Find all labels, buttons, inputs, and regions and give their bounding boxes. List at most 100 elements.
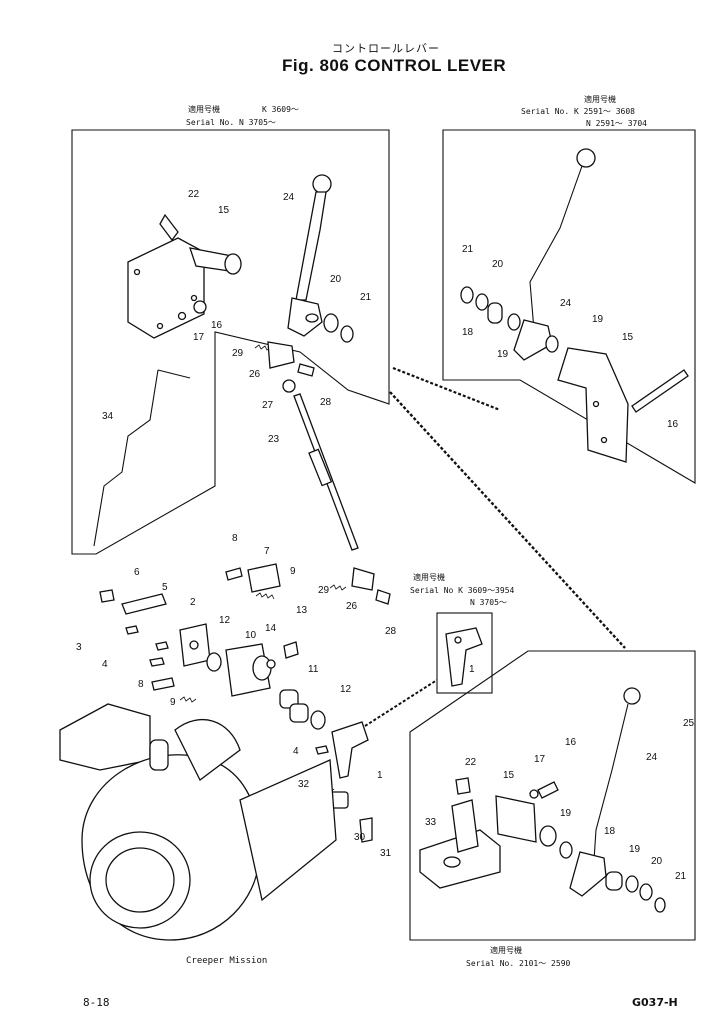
serial-middle-k: Serial No K 3609～3954 — [410, 586, 515, 595]
bolt-8a — [225, 567, 243, 581]
callout-c17a: 17 — [193, 332, 205, 343]
callout-c4a: 4 — [102, 659, 108, 670]
bottom-bushing-18 — [605, 871, 623, 891]
callout-c28a: 28 — [320, 397, 332, 408]
callout-c4b: 4 — [293, 746, 299, 757]
callout-c21b: 21 — [462, 244, 474, 255]
serial-bottom-k: Serial No. 2101～ 2590 — [466, 959, 571, 968]
callout-c18b: 18 — [462, 327, 474, 338]
callout-c19b: 19 — [497, 349, 509, 360]
right-washer-20 — [475, 293, 489, 311]
callout-c8b: 8 — [138, 679, 144, 690]
callout-c15c: 15 — [503, 770, 515, 781]
rod-34 — [93, 369, 191, 547]
spring-29b — [329, 584, 347, 591]
arm-7 — [247, 563, 281, 593]
left-snap-ring-21 — [340, 325, 354, 343]
inset-lever-1 — [445, 627, 483, 687]
right-bushing-18 — [487, 302, 503, 324]
pin-3b — [155, 641, 169, 651]
callout-c24b: 24 — [560, 298, 572, 309]
callout-c30: 30 — [354, 832, 366, 843]
right-washer-19b — [545, 335, 559, 353]
right-bracket-15 — [557, 347, 629, 463]
bolt-31 — [359, 817, 373, 843]
shaft-5 — [121, 593, 167, 615]
callout-c10: 10 — [245, 630, 257, 641]
callout-c6: 6 — [134, 567, 140, 578]
callout-c21a: 21 — [360, 292, 372, 303]
frame-small-inset — [436, 612, 493, 694]
left-bolt-16 — [193, 300, 207, 314]
right-bolt-16 — [631, 369, 689, 413]
callout-c29b: 29 — [318, 585, 330, 596]
callout-c17b: 17 — [534, 754, 546, 765]
rod-23 — [293, 393, 359, 551]
bottom-washer-17 — [529, 789, 539, 799]
callout-c20c: 20 — [651, 856, 663, 867]
callout-c19e: 19 — [629, 844, 641, 855]
bottom-bolt-16 — [537, 781, 559, 799]
leader-to-bottom-variant — [389, 391, 626, 649]
serial-right-n: N 2591～ 3704 — [586, 119, 647, 128]
callout-c15a: 15 — [218, 205, 230, 216]
right-snap-ring-21 — [460, 286, 474, 304]
callout-c3: 3 — [76, 642, 82, 653]
callout-c16a: 16 — [211, 320, 223, 331]
callout-c18c: 18 — [604, 826, 616, 837]
callout-c1b: 1 — [377, 770, 383, 781]
callout-c33: 33 — [425, 817, 437, 828]
right-lever-24 — [513, 148, 596, 361]
callout-c11: 11 — [308, 664, 319, 675]
bottom-fitting-22 — [455, 777, 471, 795]
bottom-washer-19a — [559, 841, 573, 859]
callout-c31: 31 — [380, 848, 392, 859]
callout-c19d: 19 — [560, 808, 572, 819]
page-number: 8-18 — [83, 996, 110, 1009]
callout-c2: 2 — [190, 597, 196, 608]
washer-14 — [266, 659, 276, 669]
callout-c20a: 20 — [330, 274, 342, 285]
spring-9b — [179, 696, 197, 703]
yoke-26b — [351, 567, 375, 591]
callout-c13: 13 — [296, 605, 308, 616]
left-bracket-15 — [127, 237, 242, 339]
bottom-snap-ring-21 — [654, 897, 666, 913]
pin-6 — [99, 589, 115, 603]
page-title: Fig. 806 CONTROL LEVER — [282, 56, 507, 75]
callout-c12b: 12 — [340, 684, 352, 695]
serial-left-jp: 適用号機 — [188, 105, 220, 114]
left-washer-20 — [323, 313, 339, 333]
right-washer-19a — [507, 313, 521, 331]
callout-c32: 32 — [298, 779, 310, 790]
bottom-washer-20 — [639, 883, 653, 901]
callout-c16b: 16 — [667, 419, 679, 430]
callout-c20b: 20 — [492, 259, 504, 270]
left-spring-29 — [254, 344, 272, 351]
leader-to-inset — [364, 679, 438, 727]
creeper-mission-housing — [59, 703, 337, 941]
callout-c34: 34 — [102, 411, 114, 422]
serial-right-jp: 適用号機 — [584, 95, 616, 104]
callout-c19c: 19 — [592, 314, 604, 325]
callout-c12a: 12 — [219, 615, 231, 626]
callout-c25: 25 — [683, 718, 695, 729]
serial-middle-jp: 適用号機 — [413, 573, 445, 582]
callout-c22b: 22 — [465, 757, 477, 768]
callout-c22a: 22 — [188, 189, 200, 200]
callout-c16c: 16 — [565, 737, 577, 748]
callout-c7: 7 — [264, 546, 270, 557]
bottom-washer-19b — [625, 875, 639, 893]
callout-c21c: 21 — [675, 871, 687, 882]
bottom-lever-24 — [569, 687, 641, 897]
frame-bottom-variant — [409, 650, 696, 941]
callout-c8a: 8 — [232, 533, 238, 544]
serial-left-k: K 3609～ — [262, 105, 299, 114]
spring-9a — [255, 592, 275, 600]
pin-3a — [125, 625, 139, 635]
pin-4a — [149, 657, 165, 667]
serial-middle-n: N 3705～ — [470, 598, 507, 607]
housing-10 — [225, 643, 272, 697]
left-nut-27 — [282, 379, 296, 393]
